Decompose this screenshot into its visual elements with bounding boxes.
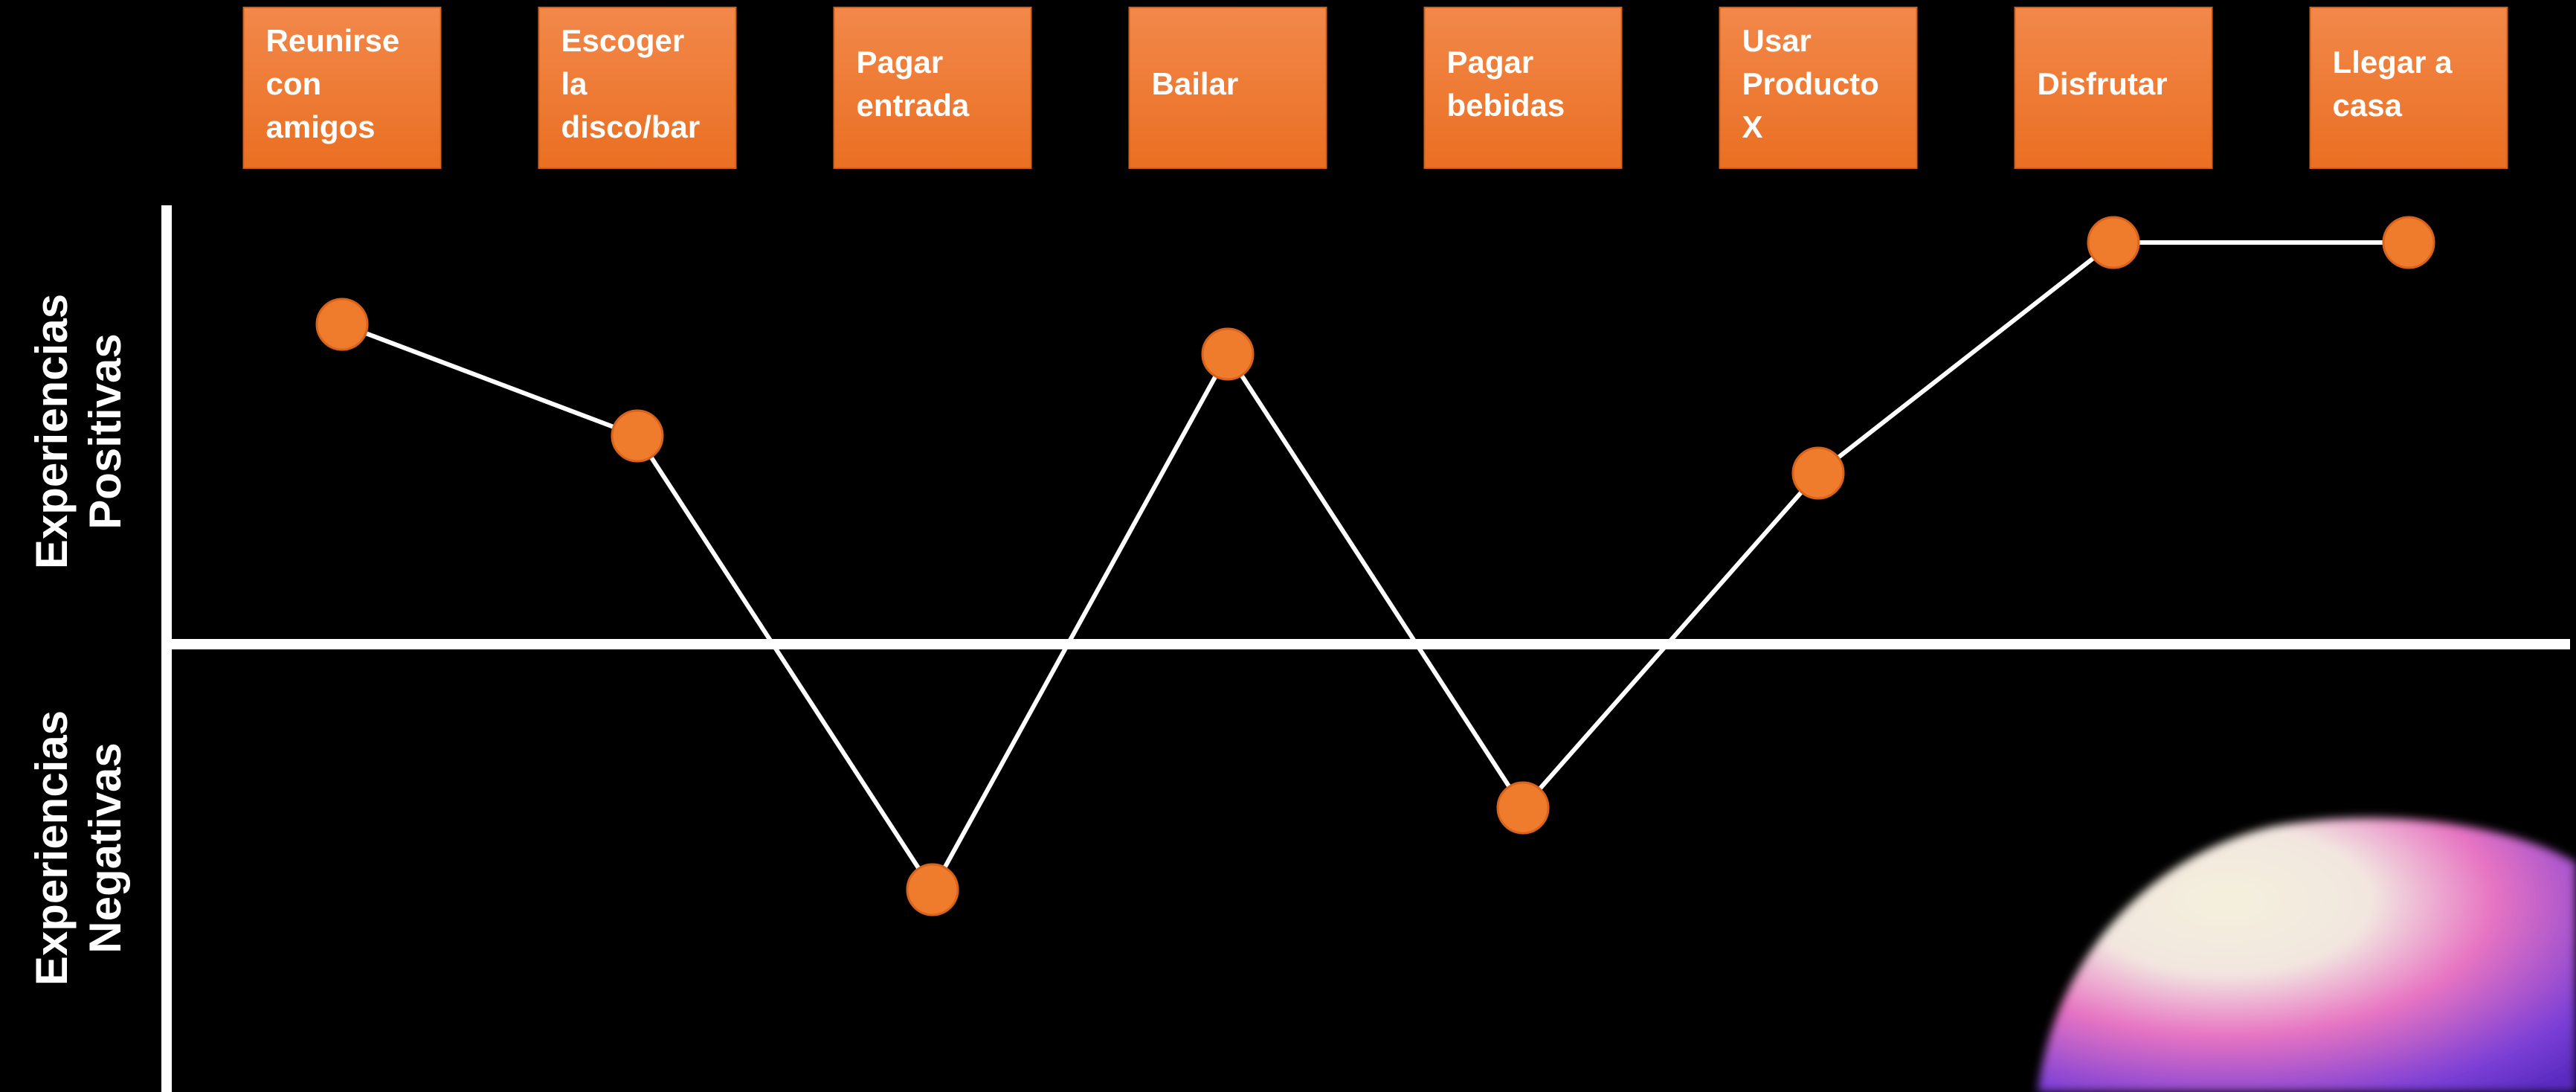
stage-label: Pagar	[1447, 45, 1534, 80]
data-point	[1496, 781, 1550, 835]
stage-label: Llegar a	[2333, 45, 2453, 80]
stage-box: Reunirse con amigos	[242, 7, 442, 169]
stage-label: Pagar	[857, 45, 944, 80]
stage-label: entrada	[857, 88, 970, 123]
stage-label: casa	[2333, 88, 2403, 123]
stage-label: bebidas	[1447, 88, 1565, 123]
stage-box-background	[2309, 7, 2508, 169]
stage-box: Llegar a casa	[2309, 7, 2508, 169]
stage-box-background	[242, 7, 442, 169]
stage-label: Usar	[1742, 23, 1812, 58]
data-point	[2382, 216, 2435, 269]
stage-box: Pagar bebidas	[1423, 7, 1623, 169]
decorative-gradient-blob	[2038, 818, 2576, 1092]
data-point	[1791, 446, 1845, 500]
stage-label: Reunirse	[266, 23, 400, 58]
stage-label: Disfrutar	[2038, 66, 2168, 101]
stage-label: disco/bar	[561, 109, 701, 144]
stage-box: Escoger la disco/bar	[538, 7, 737, 169]
stage-box-background	[2014, 7, 2213, 169]
data-point	[315, 298, 369, 351]
stage-box-background	[538, 7, 737, 169]
stage-label: amigos	[266, 109, 376, 144]
data-point	[2087, 216, 2140, 269]
positive-experiences-label-line: Positivas	[80, 333, 130, 529]
negative-experiences-label-line: Experiencias	[27, 710, 77, 986]
stage-box: Pagar entrada	[833, 7, 1032, 169]
stage-box-background	[833, 7, 1032, 169]
stage-box-background	[1128, 7, 1327, 169]
data-point	[906, 863, 959, 916]
stage-label: Escoger	[561, 23, 685, 58]
stage-label: la	[561, 66, 588, 101]
stage-box-background	[1719, 7, 1918, 169]
stage-label: X	[1742, 109, 1763, 144]
stage-label: Bailar	[1152, 66, 1239, 101]
stage-box: Disfrutar	[2014, 7, 2213, 169]
stage-box: Bailar	[1128, 7, 1327, 169]
negative-experiences-label-line: Negativas	[80, 742, 130, 953]
data-point	[1201, 327, 1255, 381]
data-point	[611, 409, 664, 463]
stage-label: con	[266, 66, 322, 101]
stage-label: Producto	[1742, 66, 1879, 101]
positive-experiences-label-line: Experiencias	[27, 294, 77, 569]
experience-series-line	[341, 240, 2409, 892]
stage-box-background	[1423, 7, 1623, 169]
